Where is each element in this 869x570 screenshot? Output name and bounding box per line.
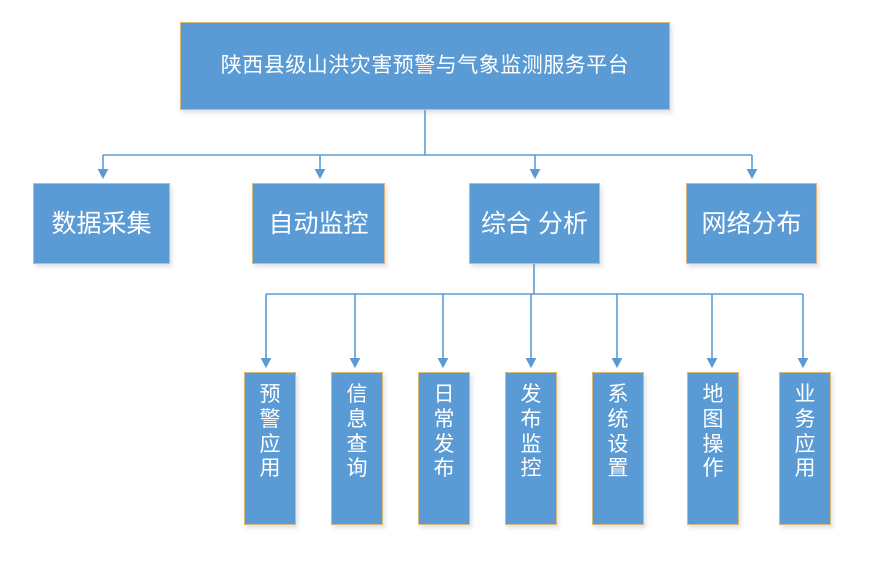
node-leaf-label: 信息查询 bbox=[346, 383, 368, 481]
node-leaf-label: 地图操作 bbox=[702, 383, 724, 481]
node-l2-label: 数据采集 bbox=[51, 209, 152, 238]
node-l2-data-collection[interactable]: 数据采集 bbox=[33, 183, 170, 264]
node-leaf-label: 业务应用 bbox=[794, 383, 816, 481]
node-l2-label: 自动监控 bbox=[268, 209, 369, 238]
node-leaf-information-query[interactable]: 信息查询 bbox=[331, 372, 383, 525]
node-root-label: 陕西县级山洪灾害预警与气象监测服务平台 bbox=[220, 54, 630, 78]
node-l2-comprehensive-analysis[interactable]: 综合 分析 bbox=[469, 183, 600, 264]
node-leaf-business-application[interactable]: 业务应用 bbox=[779, 372, 831, 525]
node-l2-label: 综合 分析 bbox=[481, 209, 588, 238]
node-leaf-release-monitoring[interactable]: 发布监控 bbox=[505, 372, 557, 525]
node-leaf-warning-application[interactable]: 预警应用 bbox=[244, 372, 296, 525]
node-leaf-label: 日常发布 bbox=[433, 383, 455, 481]
node-leaf-map-operation[interactable]: 地图操作 bbox=[687, 372, 739, 525]
node-root-platform[interactable]: 陕西县级山洪灾害预警与气象监测服务平台 bbox=[180, 22, 670, 110]
node-l2-label: 网络分布 bbox=[701, 209, 802, 238]
node-l2-auto-monitoring[interactable]: 自动监控 bbox=[252, 183, 385, 264]
node-leaf-daily-release[interactable]: 日常发布 bbox=[418, 372, 470, 525]
node-leaf-label: 预警应用 bbox=[259, 383, 281, 481]
node-l2-network-distribution[interactable]: 网络分布 bbox=[686, 183, 817, 264]
node-leaf-system-settings[interactable]: 系统设置 bbox=[592, 372, 644, 525]
node-leaf-label: 系统设置 bbox=[607, 383, 629, 481]
node-leaf-label: 发布监控 bbox=[520, 383, 542, 481]
